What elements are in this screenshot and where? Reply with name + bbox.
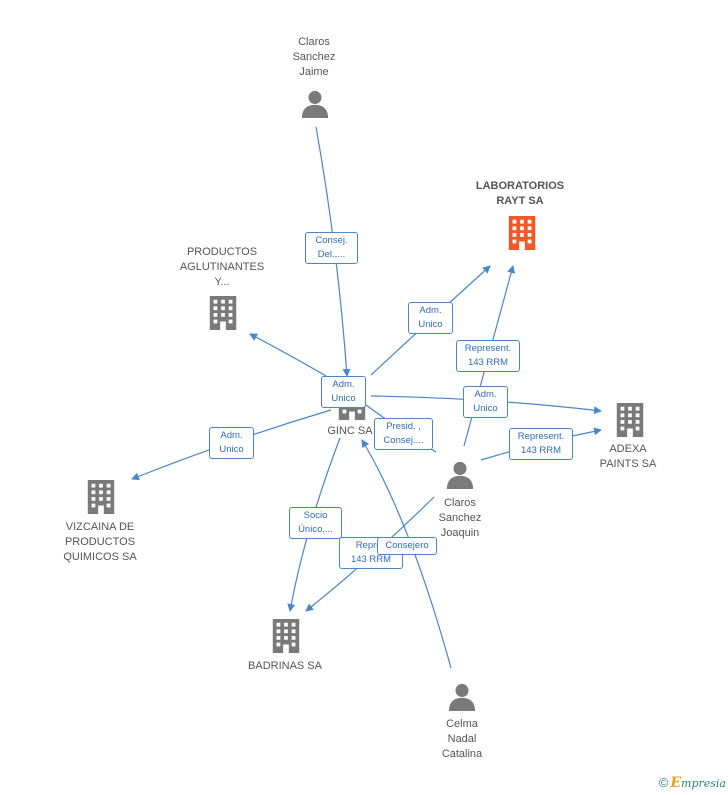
node-label-claros-jaime[interactable]: Claros Sanchez Jaime: [272, 35, 356, 80]
edge-text: Repres 143 RRM: [350, 540, 392, 565]
building-icon-productos[interactable]: [209, 296, 237, 330]
node-text: BADRINAS SA: [248, 660, 322, 672]
node-label-laboratorios[interactable]: LABORATORIOS RAYT SA: [460, 179, 580, 209]
person-icon-claros-joaquin[interactable]: [446, 461, 474, 489]
edge-text: Represent. 143 RRM: [464, 343, 512, 368]
node-text: Claros Sanchez Jaime: [292, 36, 336, 78]
edge-text: Consej. Del.,...: [315, 235, 348, 260]
edge-label-adm-unico-lab[interactable]: Adm. Unico: [408, 302, 453, 334]
edge-text: Consejero: [385, 540, 429, 551]
edge-label-adm-unico-ginc[interactable]: Adm. Unico: [321, 376, 366, 408]
edge-label-adm-unico-vizc[interactable]: Adm. Unico: [209, 427, 254, 459]
brand-logo-text: mpresia: [681, 777, 726, 790]
brand-logo-e: E: [670, 775, 682, 791]
edge-text: Represent. 143 RRM: [517, 431, 565, 456]
edge-text: Adm. Unico: [331, 379, 356, 404]
edge-text: Adm. Unico: [418, 305, 443, 330]
node-text: VIZCAINA DE PRODUCTOS QUIMICOS SA: [63, 521, 137, 563]
person-icon-celma[interactable]: [448, 683, 476, 711]
node-text: Claros Sanchez Joaquin: [438, 497, 482, 539]
footer-brand: ©Empresia: [659, 775, 726, 791]
edge-text: Socio Único,...: [298, 510, 333, 535]
edge-label-represent-lab[interactable]: Represent. 143 RRM: [456, 340, 520, 372]
node-text: GINC SA: [327, 425, 373, 437]
edge-text: Adm. Unico: [219, 430, 244, 455]
node-label-vizcaina[interactable]: VIZCAINA DE PRODUCTOS QUIMICOS SA: [48, 520, 152, 565]
node-text: ADEXA PAINTS SA: [599, 443, 657, 470]
node-text: LABORATORIOS RAYT SA: [475, 180, 565, 207]
edge-text: Adm. Unico: [473, 389, 498, 414]
node-text: PRODUCTOS AGLUTINANTES Y...: [179, 246, 265, 288]
node-label-badrinas[interactable]: BADRINAS SA: [240, 659, 330, 674]
node-label-celma[interactable]: Celma Nadal Catalina: [420, 717, 504, 762]
copyright-symbol: ©: [658, 775, 669, 790]
edge-label-consej-del[interactable]: Consej. Del.,...: [305, 232, 358, 264]
node-label-adexa[interactable]: ADEXA PAINTS SA: [590, 442, 666, 472]
edge-label-socio[interactable]: Socio Único,...: [289, 507, 342, 539]
node-label-productos[interactable]: PRODUCTOS AGLUTINANTES Y...: [170, 245, 274, 290]
node-label-ginc[interactable]: GINC SA: [320, 424, 380, 439]
edge-label-adm-unico-adexa[interactable]: Adm. Unico: [463, 386, 508, 418]
node-text: Celma Nadal Catalina: [441, 718, 483, 760]
edge-label-represent-adexa[interactable]: Represent. 143 RRM: [509, 428, 573, 460]
person-icon-claros-jaime[interactable]: [301, 90, 329, 118]
edge-ginc-productos: [249, 333, 334, 381]
building-icon-adexa[interactable]: [616, 403, 644, 437]
building-icon-badrinas[interactable]: [272, 619, 300, 653]
edge-text: Presid. , Consej....: [383, 421, 424, 446]
building-icon-laboratorios[interactable]: [508, 216, 536, 250]
node-label-claros-joaquin[interactable]: Claros Sanchez Joaquin: [418, 496, 502, 541]
edge-label-presid[interactable]: Presid. , Consej....: [374, 418, 433, 450]
edge-label-consejero[interactable]: Consejero: [377, 537, 437, 555]
building-icon-vizcaina[interactable]: [87, 480, 115, 514]
